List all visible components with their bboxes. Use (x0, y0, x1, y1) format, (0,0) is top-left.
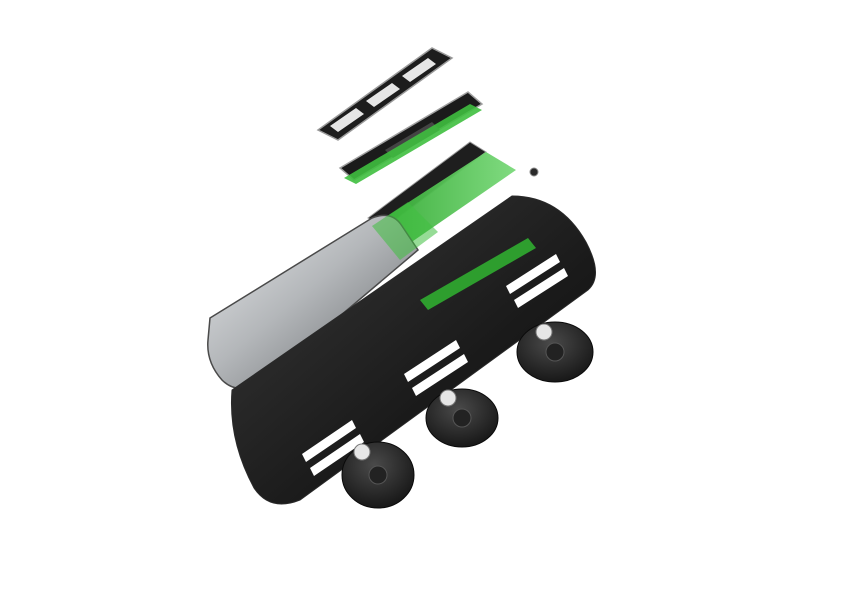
top-button-strip (316, 47, 454, 141)
rubber-foot-right (516, 321, 594, 383)
small-screw (529, 167, 539, 177)
rubber-foot-left (341, 441, 415, 509)
rubber-foot-middle (425, 388, 499, 448)
black-base-housing (231, 195, 596, 505)
middle-button-strip (338, 91, 484, 184)
